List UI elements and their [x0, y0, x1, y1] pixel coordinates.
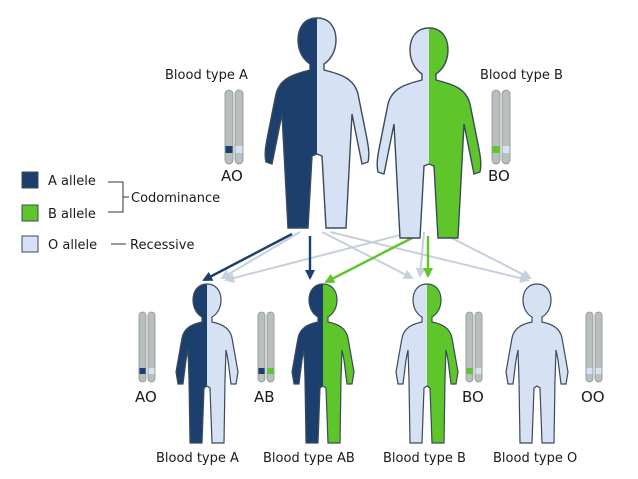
arrow-father-o-to-child-o — [439, 231, 532, 279]
father-chromosome-pair — [491, 89, 511, 165]
recessive-label: Recessive — [130, 238, 194, 253]
father-allele-band-b — [492, 146, 500, 153]
child-a-allele-band-left — [139, 368, 146, 374]
parent-father — [376, 27, 482, 239]
child-figure-o — [505, 283, 569, 444]
legend-swatch-o — [21, 235, 39, 253]
codominance-label: Codominance — [131, 191, 220, 206]
child-figure-ab — [291, 283, 355, 444]
mother-allele-band-a — [225, 146, 233, 153]
legend: A allele B allele O allele Codominance R… — [21, 171, 220, 253]
child-o-chromosome-pair — [585, 311, 603, 383]
codominance-bracket — [108, 181, 129, 213]
child-figure-a — [175, 283, 239, 444]
legend-swatch-b — [21, 204, 39, 222]
legend-label-o: O allele — [48, 238, 97, 253]
legend-label-b: B allele — [48, 207, 96, 222]
legend-swatch-a — [21, 171, 39, 189]
father-allele-band-o — [502, 146, 510, 153]
child-o-genotype: OO — [581, 388, 605, 406]
child-b-blood-type-label: Blood type B — [383, 451, 466, 466]
child-ab-allele-band-left — [258, 368, 265, 374]
child-b-allele-band-right — [475, 368, 482, 374]
child-b-genotype: BO — [462, 388, 484, 406]
mother-allele-band-o — [235, 146, 243, 153]
child-figure-b — [395, 283, 459, 444]
child-ab-chromosome-pair — [257, 311, 275, 383]
mother-genotype: AO — [221, 167, 243, 185]
child-a-chromosome-pair — [138, 311, 156, 383]
mother-blood-type-label: Blood type A — [165, 68, 248, 83]
arrow-father-b-to-child-ab — [324, 234, 417, 284]
child-o-blood-type-label: Blood type O — [493, 451, 577, 466]
child-ab-allele-band-right — [267, 368, 274, 374]
mother-chromosome-pair — [224, 89, 244, 165]
arrow-mother-o-to-child-a — [220, 231, 301, 280]
arrow-mother-o-to-child-b — [321, 231, 414, 279]
child-b-chromosome-pair — [465, 311, 483, 383]
child-ab-genotype: AB — [254, 388, 275, 406]
father-genotype: BO — [488, 167, 510, 185]
child-a-genotype: AO — [135, 388, 157, 406]
father-blood-type-label: Blood type B — [480, 68, 563, 83]
inheritance-arrows — [202, 231, 532, 284]
child-a-blood-type-label: Blood type A — [156, 451, 239, 466]
legend-label-a: A allele — [48, 174, 96, 189]
child-o-allele-band-right — [595, 368, 602, 374]
arrow-father-o-to-child-b — [415, 231, 426, 278]
child-o-allele-band-left — [586, 368, 593, 374]
child-a-allele-band-right — [148, 368, 155, 374]
child-b-allele-band-left — [466, 368, 473, 374]
arrow-mother-a-to-child-a — [202, 232, 293, 282]
parent-mother — [264, 17, 370, 229]
arrow-father-o-to-child-a — [224, 231, 413, 283]
child-ab-blood-type-label: Blood type AB — [263, 451, 355, 466]
